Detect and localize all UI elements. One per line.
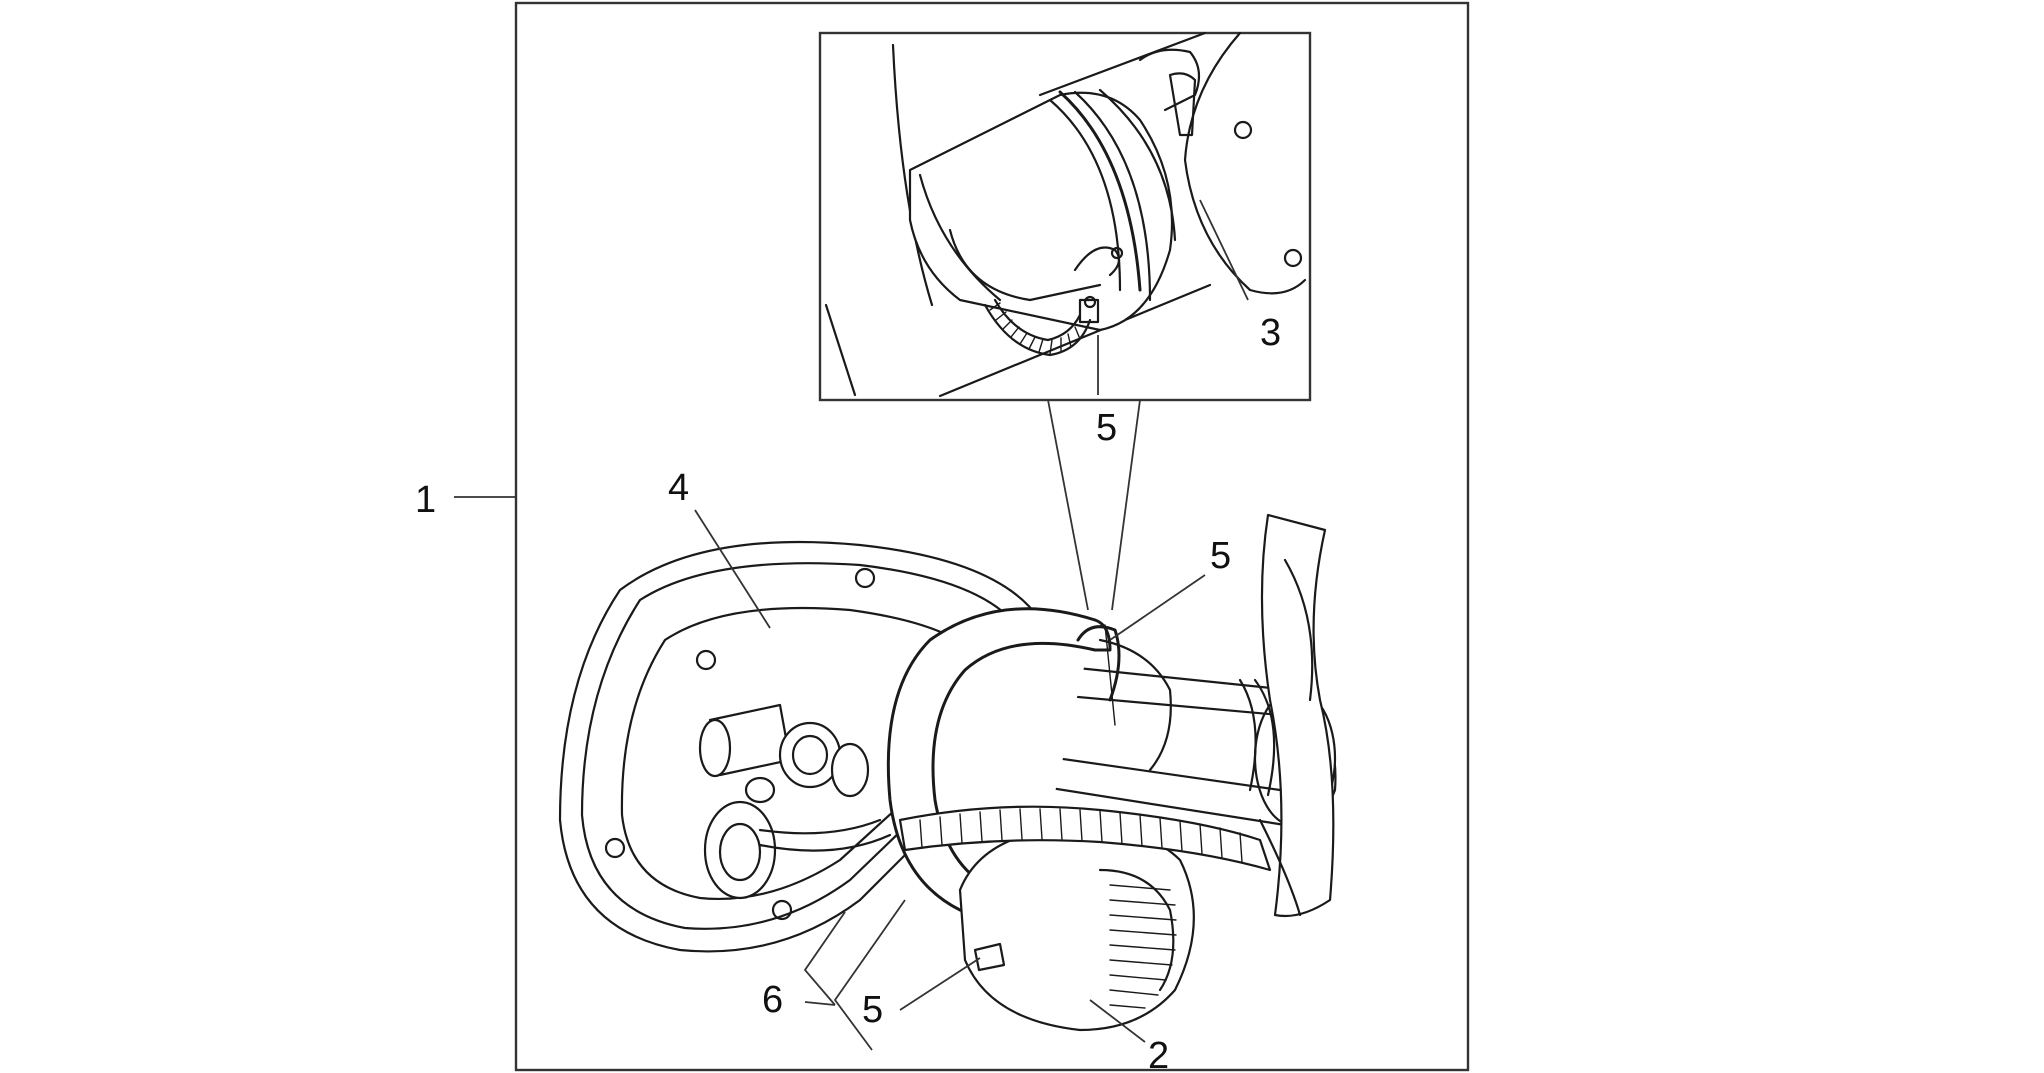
main-frame xyxy=(514,1,1470,1072)
corrugated-hose xyxy=(898,805,1272,872)
callout-5-inset: 5 xyxy=(1096,407,1117,449)
flange-fittings xyxy=(698,703,892,900)
callout-3: 3 xyxy=(1260,312,1281,354)
leader-5-upper xyxy=(1109,574,1206,641)
callout-5-upper: 5 xyxy=(1210,535,1231,577)
zoom-lines xyxy=(1047,399,1141,611)
leader-5-lower xyxy=(899,957,981,1011)
inset-detail-drawing xyxy=(824,31,1307,398)
leader-4 xyxy=(694,509,771,629)
callout-6: 6 xyxy=(762,979,783,1021)
callout-labels: 1 2 3 4 5 5 5 6 xyxy=(415,312,1281,1073)
inset-frame xyxy=(818,31,1312,402)
callout-2: 2 xyxy=(1148,1035,1169,1073)
leader-lines xyxy=(454,496,1206,1051)
main-assembly-drawing xyxy=(558,513,1337,1032)
pump-lower-bulb xyxy=(958,826,1195,1032)
callout-5-lower: 5 xyxy=(862,989,883,1031)
leader-6 xyxy=(803,899,906,1051)
leader-2 xyxy=(1089,999,1146,1043)
float-disc xyxy=(1258,513,1335,918)
callout-1: 1 xyxy=(415,479,436,521)
callout-4: 4 xyxy=(668,467,689,509)
